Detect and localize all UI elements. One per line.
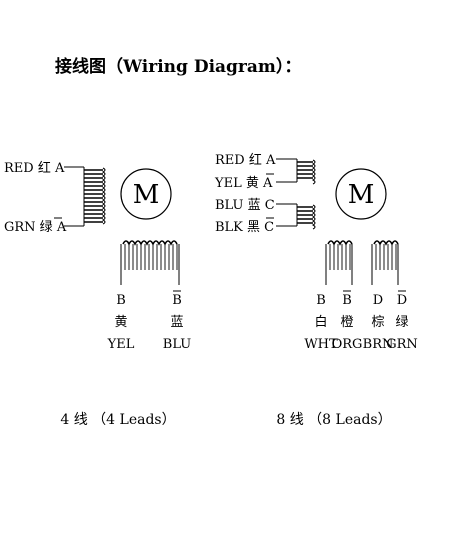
four-lead-label-red: RED 红 A bbox=[4, 160, 65, 176]
eight-lead-dbar-letter: D bbox=[397, 293, 407, 308]
eight-lead-bbar-letter: B bbox=[342, 293, 352, 308]
four-lead-bbar-cn: 蓝 bbox=[170, 315, 183, 330]
eight-lead-label-red: RED 红 A bbox=[215, 152, 276, 168]
eight-lead-b-cn: 白 bbox=[314, 314, 327, 330]
eight-lead-d-en: BRN bbox=[363, 337, 394, 352]
four-lead-b-en: YEL bbox=[107, 337, 135, 352]
eight-lead-coil-b bbox=[325, 240, 353, 285]
eight-lead-dbar-en: GRN bbox=[386, 337, 418, 352]
page-title: 接线图（Wiring Diagram）： bbox=[55, 57, 302, 77]
four-lead-caption: 4 线 （4 Leads） bbox=[60, 412, 175, 428]
eight-lead-motor-icon bbox=[335, 168, 387, 220]
eight-lead-bbar-en: ORG bbox=[332, 337, 363, 352]
eight-lead-coil-c bbox=[296, 204, 316, 230]
four-lead-bbar-en: BLU bbox=[163, 337, 191, 352]
eight-lead-d-letter: D bbox=[373, 293, 383, 308]
eight-lead-label-blk: BLK 黑 C bbox=[215, 220, 274, 235]
eight-lead-dbar-cn: 绿 bbox=[395, 315, 408, 330]
four-lead-b-cn: 黄 bbox=[114, 315, 127, 330]
four-lead-motor-icon bbox=[120, 168, 172, 220]
eight-lead-caption: 8 线 （8 Leads） bbox=[276, 412, 391, 428]
four-lead-b-letter: B bbox=[116, 293, 126, 308]
eight-lead-label-blu: BLU 蓝 C bbox=[215, 198, 275, 213]
four-lead-coil-a bbox=[83, 167, 106, 226]
eight-lead-motor-letter: M bbox=[348, 180, 375, 210]
eight-lead-coil-d bbox=[371, 240, 399, 285]
four-lead-coil-b bbox=[120, 240, 180, 285]
eight-lead-b-letter: B bbox=[316, 293, 326, 308]
eight-lead-coil-a bbox=[296, 159, 316, 185]
eight-lead-b-en: WHT bbox=[304, 337, 338, 352]
eight-lead-d-cn: 棕 bbox=[371, 315, 384, 330]
eight-lead-label-yel: YEL 黄 A bbox=[214, 176, 273, 191]
four-lead-diagram: RED 红 A GRN 绿 A M bbox=[4, 160, 191, 428]
four-lead-bbar-letter: B bbox=[172, 293, 182, 308]
four-lead-motor-letter: M bbox=[133, 180, 160, 210]
eight-lead-diagram: RED 红 A YEL 黄 A BLU 蓝 C BLK 黑 C bbox=[214, 152, 418, 428]
four-lead-label-grn: GRN 绿 A bbox=[4, 220, 67, 235]
eight-lead-bbar-cn: 橙 bbox=[340, 315, 353, 330]
